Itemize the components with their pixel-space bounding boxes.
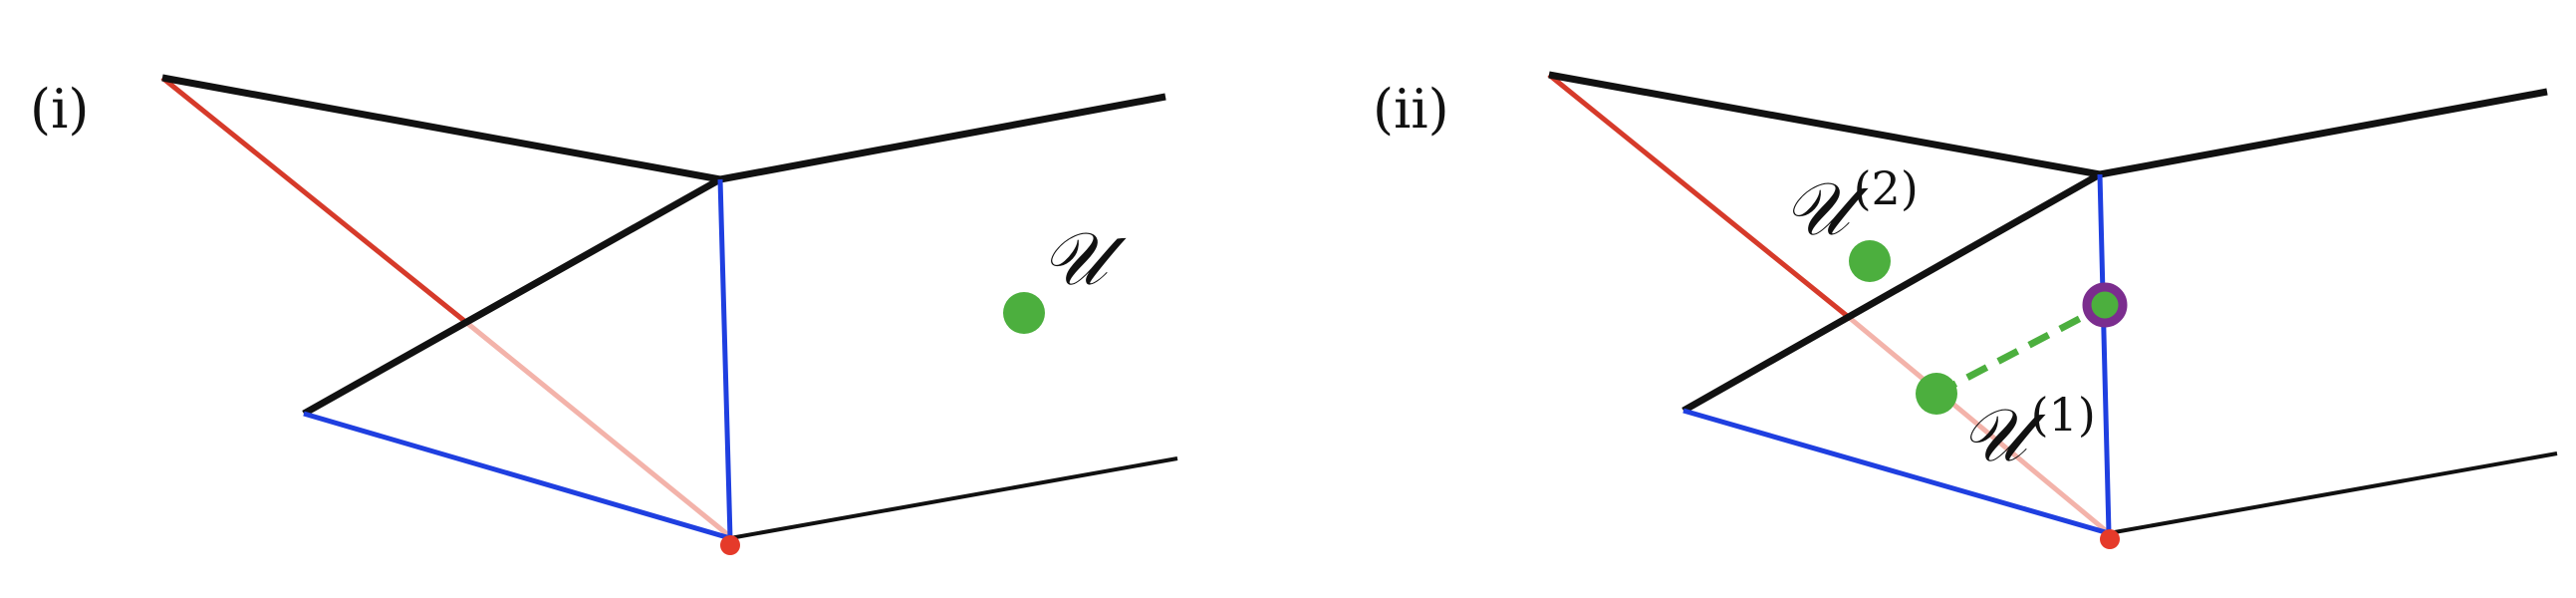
- panel-ii-point-u2: [1849, 240, 1891, 282]
- panel-ii-point-u2-superscript: (2): [1854, 161, 1919, 215]
- panel-ii-label: (ii): [1373, 78, 1449, 141]
- panel-i-point-u: [1003, 292, 1045, 334]
- svg-text:𝒰: 𝒰: [1041, 216, 1127, 302]
- panel-ii-ridge-bottom: [2108, 451, 2558, 535]
- panel-i-ridge-bottom: [729, 456, 1178, 540]
- panel-i-ridge-top: [161, 74, 721, 183]
- panel-i-ridge-right: [719, 93, 1166, 183]
- panel-ii-point-u1-superscript: (1): [2031, 388, 2096, 442]
- panel-i: (i) 𝒰: [30, 74, 1178, 555]
- panel-i-diagonal-faded: [466, 322, 734, 540]
- panel-ii-ridge-right: [2099, 88, 2548, 178]
- panel-i-diagonal: [160, 76, 470, 326]
- panel-ii: (ii) 𝒰 (2) 𝒰 (1): [1373, 71, 2558, 549]
- svg-text:𝒰 (1): 𝒰 (1): [1960, 388, 2096, 478]
- panel-ii-ridge-top: [1548, 71, 2101, 178]
- panel-ii-vertex: [2100, 529, 2120, 549]
- panel-i-label: (i): [30, 78, 89, 141]
- panel-ii-projection-point: [2082, 282, 2128, 328]
- panel-i-vertex: [720, 535, 740, 555]
- svg-text:𝒰 (2): 𝒰 (2): [1783, 161, 1919, 252]
- panel-ii-diagonal: [1547, 73, 1853, 321]
- panel-i-ridge-cross: [302, 175, 722, 418]
- panel-ii-point-u1: [1916, 373, 1957, 415]
- panel-ii-projection-dash: [1934, 302, 2106, 398]
- panel-ii-diagonal-faded: [1849, 317, 2111, 535]
- panel-i-point-u-label: 𝒰: [1041, 216, 1127, 302]
- panel-ii-ridge-cross: [1681, 170, 2102, 415]
